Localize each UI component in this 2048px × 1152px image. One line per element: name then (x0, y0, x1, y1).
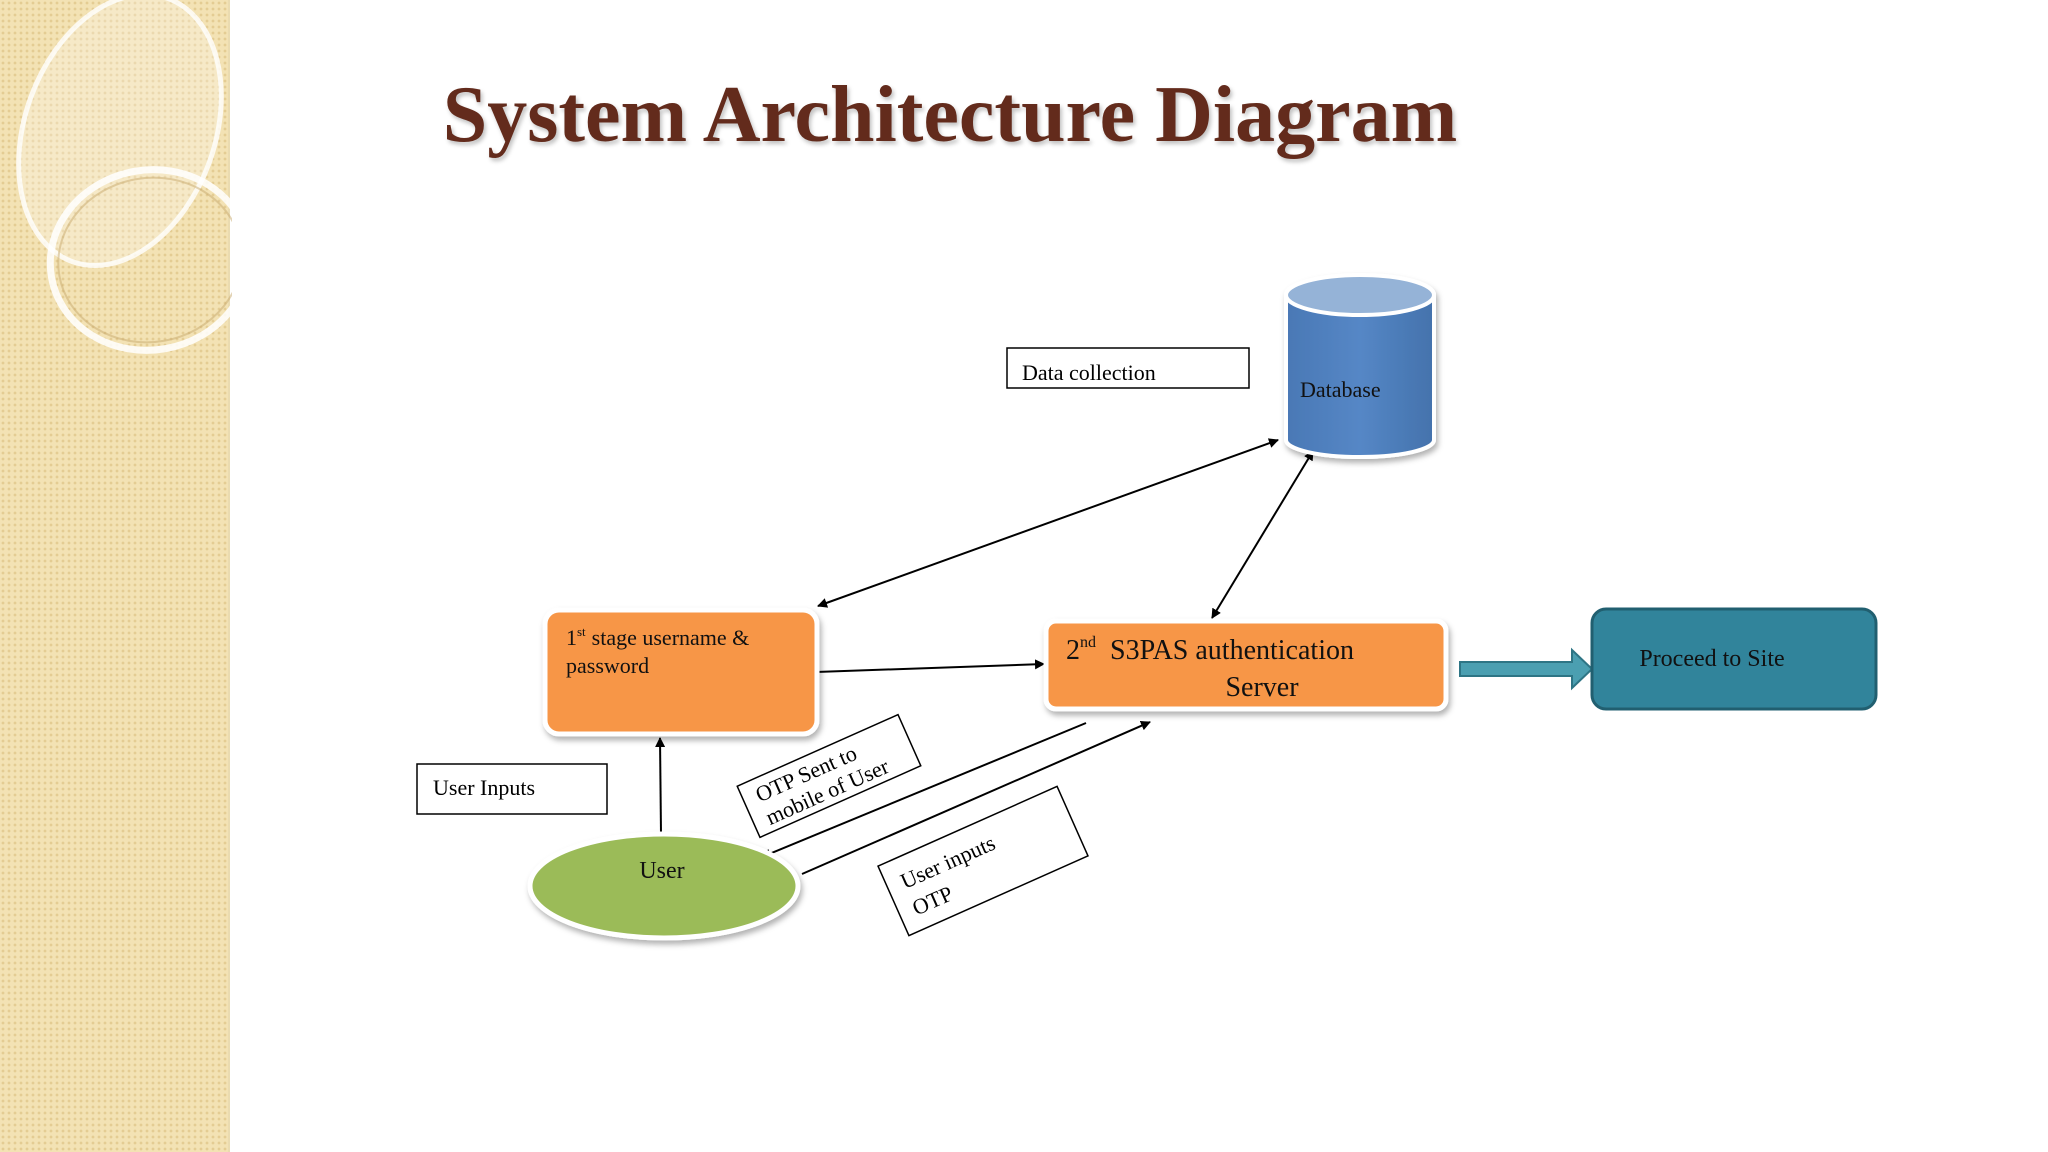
data-collection-label-box: Data collection (1006, 347, 1250, 389)
database-node (1284, 273, 1436, 459)
svg-text:User Inputs: User Inputs (433, 775, 535, 800)
page-title: System Architecture Diagram (442, 71, 1458, 159)
proceed-box[interactable] (1590, 607, 1878, 711)
connector-server-database (1211, 450, 1314, 619)
connector-stage1-server (815, 659, 1045, 673)
server-box[interactable] (1043, 618, 1449, 712)
ring-decoration (16, 0, 232, 354)
user-node[interactable] (527, 831, 801, 941)
user-inputs-otp-label-box: User inputs OTP (877, 785, 1089, 937)
stage1-box[interactable] (542, 607, 820, 737)
connector-user-stage1 (655, 737, 666, 835)
server-label-line2: Server (1225, 672, 1299, 703)
connector-server-user-otp (761, 722, 1087, 859)
side-decor-panel (0, 0, 232, 1152)
user-label: User (639, 858, 684, 884)
database-label: Database (1300, 377, 1381, 402)
connector-stage1-database (817, 438, 1279, 608)
svg-text:Data collection: Data collection (1022, 360, 1156, 385)
stage1-label-line2: password (566, 653, 649, 678)
block-arrow-to-proceed (1459, 647, 1594, 691)
user-inputs-label-box: User Inputs (416, 763, 608, 815)
proceed-label: Proceed to Site (1639, 646, 1784, 672)
connector-user-server-otp (801, 721, 1151, 875)
